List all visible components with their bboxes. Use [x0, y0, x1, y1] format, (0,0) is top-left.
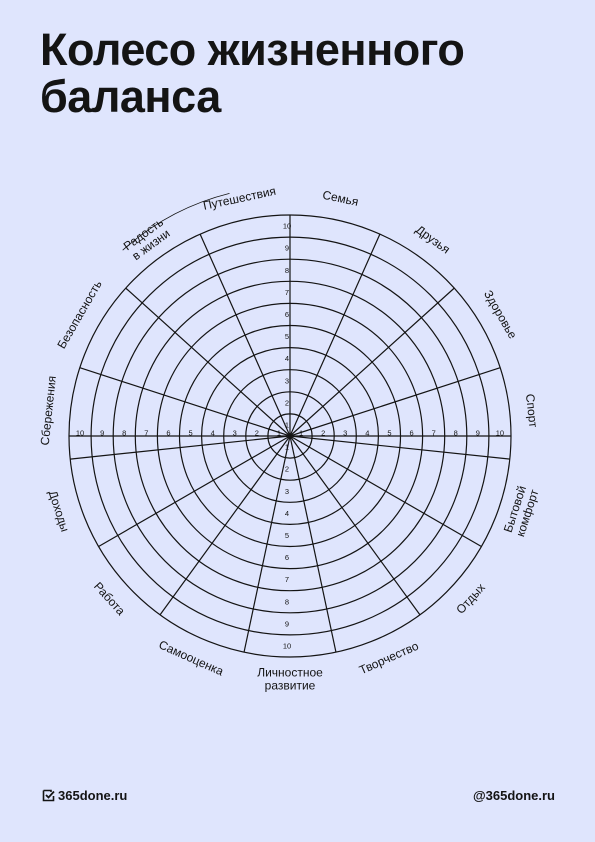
sector-label-line: Творчество	[357, 639, 421, 678]
sector-label-line: Доходы	[46, 489, 73, 534]
sector-divider	[159, 435, 291, 616]
scale-label-up: 4	[285, 354, 289, 363]
scale-label-down: 1	[285, 443, 289, 452]
sector-label-line: Личностное	[257, 666, 323, 680]
scale-label-right: 5	[387, 429, 391, 438]
scale-label-down: 2	[285, 465, 289, 474]
scale-label-left: 1	[277, 429, 281, 438]
sector-label-line: Сбережения	[38, 375, 59, 446]
scale-label-down: 8	[285, 597, 289, 606]
sector-label: Здоровье	[481, 288, 520, 342]
scale-label-down: 3	[285, 487, 289, 496]
scale-label-right: 4	[365, 429, 369, 438]
scale-label-left: 6	[166, 429, 170, 438]
scale-label-left: 9	[100, 429, 104, 438]
footer-handle: @365done.ru	[472, 788, 555, 803]
scale-label-up: 1	[285, 420, 289, 429]
scale-label-up: 5	[285, 332, 289, 341]
sector-label: Работа	[91, 579, 128, 618]
sector-divider	[289, 233, 381, 437]
sector-divider	[289, 435, 482, 548]
scale-label-right: 3	[343, 429, 347, 438]
footer-brand: 365done.ru	[42, 788, 127, 803]
sector-label: Доходы	[46, 489, 73, 534]
scale-label-left: 5	[188, 429, 192, 438]
scale-label-right: 10	[496, 429, 504, 438]
sector-label-line: Спорт	[523, 393, 541, 429]
sector-label: Сбережения	[38, 375, 59, 446]
scale-label-right: 8	[454, 429, 458, 438]
scale-label-down: 5	[285, 531, 289, 540]
sector-label-line: Отдых	[453, 581, 488, 617]
sector-label: Семья	[321, 188, 359, 209]
sector-label-line: Друзья	[413, 222, 453, 256]
sector-divider	[289, 435, 337, 653]
sector-divider	[289, 287, 455, 437]
sector-divider	[289, 367, 501, 437]
scale-label-left: 2	[255, 429, 259, 438]
sector-label: Безопасность	[54, 278, 104, 351]
scale-label-right: 7	[432, 429, 436, 438]
scale-label-right: 2	[321, 429, 325, 438]
sector-divider	[289, 435, 421, 616]
sector-label-line: Работа	[91, 579, 128, 618]
sector-label: Отдых	[453, 581, 488, 617]
sector-divider	[98, 435, 291, 548]
scale-label-right: 6	[409, 429, 413, 438]
scale-label-up: 2	[285, 398, 289, 407]
sector-divider	[289, 435, 510, 460]
scale-label-up: 10	[283, 222, 291, 231]
sector-divider	[199, 233, 291, 437]
scale-label-down: 9	[285, 619, 289, 628]
scale-label-left: 3	[233, 429, 237, 438]
footer-site: 365done.ru	[58, 788, 128, 803]
page-title: Колесо жизненного баланса	[40, 26, 570, 120]
scale-label-left: 7	[144, 429, 148, 438]
scale-label-right: 9	[476, 429, 480, 438]
title-line-2: баланса	[40, 71, 221, 122]
scale-label-up: 8	[285, 266, 289, 275]
sector-label: Творчество	[357, 639, 421, 678]
checkbox-icon	[42, 789, 55, 802]
sector-label-line: Безопасность	[54, 278, 104, 351]
scale-label-left: 8	[122, 429, 126, 438]
sector-divider	[243, 435, 291, 653]
sector-label: Спорт	[523, 393, 541, 429]
scale-label-down: 4	[285, 509, 289, 518]
sector-label-line: Семья	[321, 188, 359, 209]
scale-label-down: 7	[285, 575, 289, 584]
title-line-1: Колесо жизненного	[40, 24, 465, 75]
scale-label-left: 4	[211, 429, 215, 438]
scale-label-up: 3	[285, 376, 289, 385]
sector-label-line: Здоровье	[481, 288, 520, 342]
decorative-arc	[122, 193, 230, 251]
scale-label-down: 10	[283, 641, 291, 650]
scale-label-up: 9	[285, 244, 289, 253]
sector-divider	[125, 287, 291, 437]
sector-label-line: развитие	[265, 679, 316, 693]
sector-label: Друзья	[413, 222, 453, 256]
scale-label-down: 6	[285, 553, 289, 562]
sector-divider	[70, 435, 291, 460]
scale-label-up: 7	[285, 288, 289, 297]
scale-label-left: 10	[76, 429, 84, 438]
scale-label-right: 1	[299, 429, 303, 438]
scale-label-up: 6	[285, 310, 289, 319]
sector-divider	[79, 367, 291, 437]
